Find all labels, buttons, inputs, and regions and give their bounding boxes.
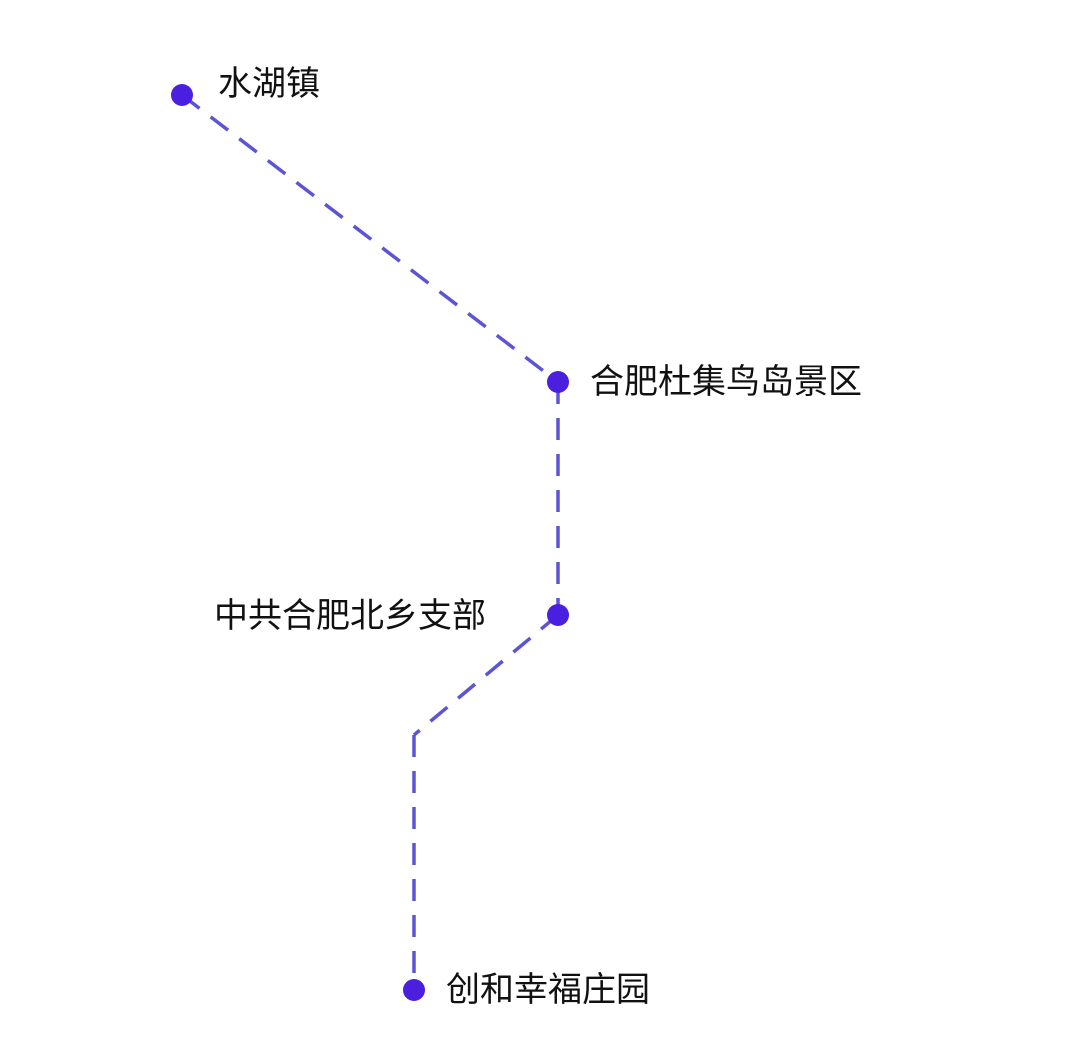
stop-dot-shuihu-town — [171, 84, 193, 106]
stop-dot-chuanghe-manor — [403, 979, 425, 1001]
stop-label-chuanghe-manor: 创和幸福庄园 — [446, 970, 650, 1010]
stop-label-beixiang-branch: 中共合肥北乡支部 — [214, 596, 486, 636]
stop-label-duji-bird-island: 合肥杜集鸟岛景区 — [590, 362, 862, 402]
route-segment-3 — [412, 613, 560, 737]
stop-dot-beixiang-branch — [547, 604, 569, 626]
route-path — [180, 93, 560, 990]
route-segment-1 — [180, 93, 560, 384]
stop-dot-duji-bird-island — [547, 371, 569, 393]
stop-label-shuihu-town: 水湖镇 — [218, 64, 320, 104]
route-stops — [171, 84, 569, 1001]
